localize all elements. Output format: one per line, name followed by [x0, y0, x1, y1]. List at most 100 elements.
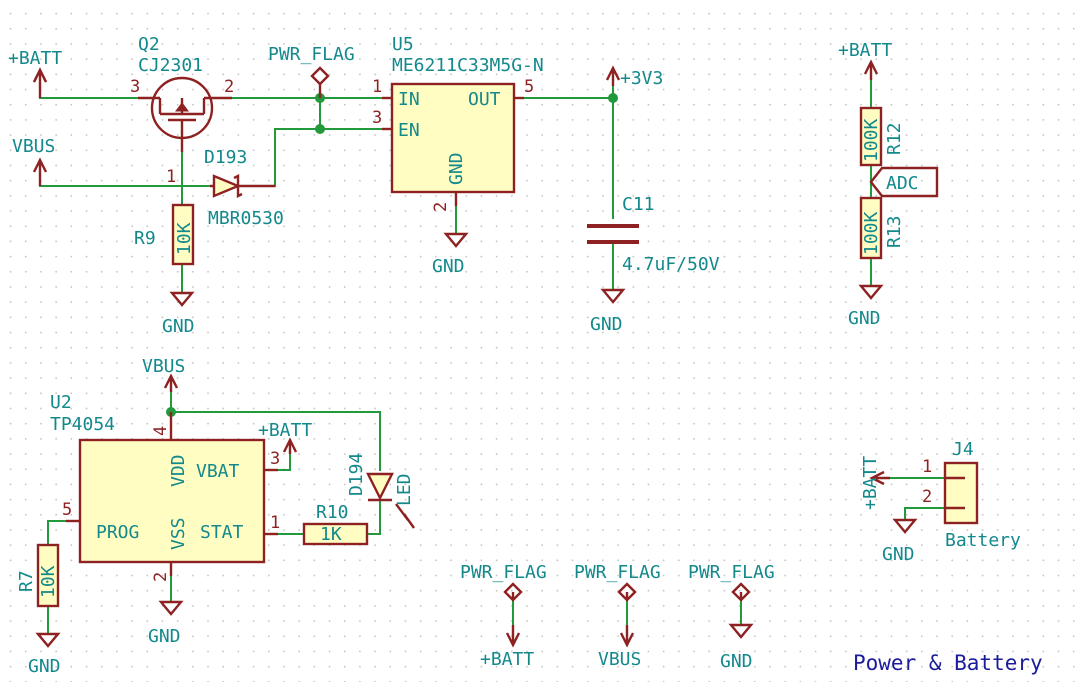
- pwr-flag-symbol-batt: [503, 582, 523, 602]
- u2-pin4: 4: [151, 426, 171, 436]
- batt-label-1: +BATT: [8, 48, 62, 69]
- pwr-flag-label-gnd: PWR_FLAG: [688, 562, 775, 583]
- d194-value: LED: [394, 473, 415, 506]
- u5-pin2: 2: [431, 202, 451, 212]
- vbus-label-u2: VBUS: [142, 356, 185, 377]
- u2-pin-stat: STAT: [200, 522, 244, 543]
- batt-label-flag: +BATT: [480, 649, 534, 670]
- gnd-label-j4: GND: [882, 544, 915, 565]
- q2-pin3: 3: [130, 77, 140, 97]
- vbus-arrow-u2: [163, 373, 179, 392]
- d194-led[interactable]: [366, 472, 415, 529]
- q2-pin2: 2: [224, 77, 234, 97]
- gnd-label-r7: GND: [28, 656, 61, 677]
- c11-capacitor[interactable]: [587, 224, 639, 244]
- adc-hier-label[interactable]: [869, 166, 939, 198]
- gnd-symbol-u2: [158, 600, 184, 616]
- j4-battery-connector[interactable]: [943, 461, 979, 525]
- u2-value: TP4054: [50, 414, 115, 435]
- v33-label: +3V3: [620, 68, 663, 89]
- batt-arrow-q2: [32, 67, 48, 98]
- batt-arrow-j4: [869, 470, 890, 486]
- batt-label-r12: +BATT: [838, 40, 892, 61]
- gnd-symbol-u5: [443, 232, 469, 248]
- v33-arrow: [605, 65, 621, 86]
- r9-ref: R9: [134, 228, 156, 249]
- pwr-flag-label-top: PWR_FLAG: [268, 44, 355, 65]
- r9-value: 10K: [174, 222, 195, 255]
- batt-label-u2: +BATT: [258, 420, 312, 441]
- u5-ldo-regulator[interactable]: [382, 82, 524, 206]
- u2-pin-vdd: VDD: [168, 454, 189, 487]
- u5-pin-out: OUT: [468, 89, 501, 110]
- vbus-label-1: VBUS: [12, 136, 55, 157]
- u2-pin-vss: VSS: [168, 517, 189, 550]
- r12-resistor[interactable]: [859, 106, 883, 167]
- gnd-label-u2: GND: [148, 626, 181, 647]
- u5-pin1: 1: [372, 77, 382, 97]
- pwr-flag-symbol-gnd: [731, 582, 751, 602]
- batt-arrow-u2: [282, 437, 298, 454]
- adc-label: ADC: [886, 173, 919, 194]
- d193-value: MBR0530: [208, 208, 284, 229]
- j4-pin2: 2: [922, 487, 932, 507]
- r13-resistor[interactable]: [859, 196, 883, 260]
- gnd-symbol-r13: [858, 284, 884, 300]
- gnd-symbol-r9: [169, 291, 195, 307]
- u5-pin3: 3: [372, 108, 382, 128]
- r7-ref: R7: [16, 570, 37, 592]
- u2-charger-ic[interactable]: [66, 412, 278, 576]
- u2-pin3: 3: [270, 449, 280, 469]
- vbus-arrow-1: [32, 157, 48, 186]
- gnd-label-r13: GND: [848, 308, 881, 329]
- r10-value: 1K: [320, 524, 342, 545]
- q2-pmos-transistor[interactable]: [138, 76, 232, 152]
- vbus-label-flag: VBUS: [598, 649, 641, 670]
- u2-pin-vbat: VBAT: [196, 461, 240, 482]
- u5-pin5: 5: [524, 77, 534, 97]
- c11-ref: C11: [622, 194, 655, 215]
- d194-ref: D194: [346, 453, 367, 496]
- gnd-label-c11: GND: [590, 314, 623, 335]
- vbus-arrow-flag: [619, 625, 635, 648]
- gnd-symbol-r7: [35, 632, 61, 648]
- gnd-symbol-c11: [600, 288, 626, 304]
- pwr-flag-label-vbus: PWR_FLAG: [574, 562, 661, 583]
- r10-ref: R10: [316, 502, 349, 523]
- gnd-symbol-flag: [728, 623, 754, 639]
- q2-value: CJ2301: [138, 55, 203, 76]
- d193-ref: D193: [204, 147, 247, 168]
- sheet-title: Power & Battery: [853, 651, 1043, 675]
- r13-ref: R13: [884, 215, 905, 248]
- j4-value: Battery: [945, 530, 1021, 551]
- r12-value: 100K: [861, 118, 882, 162]
- gnd-label-flag: GND: [720, 651, 753, 672]
- batt-arrow-flag: [505, 625, 521, 648]
- r7-value: 10K: [38, 565, 59, 598]
- u2-pin5: 5: [62, 500, 72, 520]
- j4-pin1: 1: [922, 457, 932, 477]
- u2-pin-prog: PROG: [96, 522, 139, 543]
- r12-ref: R12: [884, 122, 905, 155]
- r13-value: 100K: [861, 211, 882, 255]
- q2-ref: Q2: [138, 34, 160, 55]
- q2-pin1: 1: [166, 167, 176, 187]
- u5-pin-en: EN: [398, 120, 420, 141]
- c11-value: 4.7uF/50V: [622, 254, 720, 275]
- u2-pin1: 1: [270, 513, 280, 533]
- u2-pin2: 2: [151, 572, 171, 582]
- batt-label-j4: +BATT: [860, 456, 881, 510]
- gnd-label-r9: GND: [162, 316, 195, 337]
- u5-pin-in: IN: [398, 89, 420, 110]
- r10-resistor[interactable]: [302, 522, 369, 546]
- r7-resistor[interactable]: [36, 543, 60, 608]
- d193-schottky-diode[interactable]: [210, 174, 275, 198]
- u5-ref: U5: [392, 34, 414, 55]
- batt-arrow-r12: [863, 59, 879, 80]
- pwr-flag-label-batt: PWR_FLAG: [460, 562, 547, 583]
- u2-ref: U2: [50, 392, 72, 413]
- pwr-flag-symbol-vbus: [617, 582, 637, 602]
- gnd-label-u5: GND: [432, 256, 465, 277]
- r9-resistor[interactable]: [171, 203, 195, 266]
